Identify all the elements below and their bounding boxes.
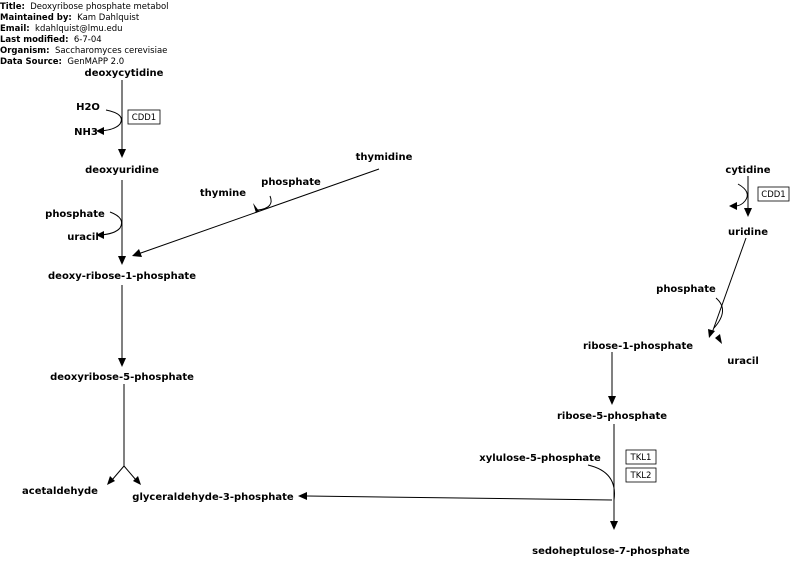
- arrowhead-sedoheptulose: [610, 521, 618, 530]
- metabolite-uracil-left[interactable]: uracil: [67, 232, 99, 243]
- arrowhead-deoxyuridine: [118, 149, 126, 158]
- pathway-info: Title: Deoxyribose phosphate metabol Mai…: [0, 2, 169, 68]
- edge-split-glyceraldehyde: [123, 465, 137, 481]
- info-organism: Saccharomyces cerevisiae: [54, 46, 168, 56]
- metabolite-phosphate-right[interactable]: phosphate: [656, 284, 716, 295]
- arrowhead-thymine: [253, 203, 259, 213]
- metabolite-deoxyribose-1-phosphate[interactable]: deoxy-ribose-1-phosphate: [48, 271, 196, 282]
- info-source: GenMAPP 2.0: [67, 57, 125, 67]
- info-email-row: Email: kdahlquist@lmu.edu: [0, 24, 123, 34]
- info-organism-row: Organism: Saccharomyces cerevisiae: [0, 46, 168, 56]
- arrowhead-deoxyribose5p: [118, 358, 126, 367]
- metabolite-acetaldehyde[interactable]: acetaldehyde: [22, 486, 98, 497]
- metabolite-h2o[interactable]: H2O: [76, 102, 100, 113]
- metabolite-nh3[interactable]: NH3: [74, 127, 98, 138]
- gene-cdd1-left[interactable]: CDD1: [127, 109, 161, 125]
- arrowhead-nh3: [96, 127, 104, 135]
- metabolite-cytidine[interactable]: cytidine: [725, 165, 770, 176]
- metabolite-deoxyribose-5-phosphate[interactable]: deoxyribose-5-phosphate: [50, 372, 194, 383]
- arc-phosphate-uracil-right: [713, 297, 723, 329]
- metabolite-xylulose-5-phosphate[interactable]: xylulose-5-phosphate: [479, 453, 601, 464]
- gene-tkl1-box: [625, 449, 657, 465]
- arrowhead-glyceraldehyde-left: [133, 476, 141, 485]
- arc-thymine-phosphate: [257, 195, 272, 211]
- gene-cdd1-right[interactable]: CDD1: [757, 186, 790, 202]
- edge-transketolase-glyceraldehyde: [306, 495, 613, 501]
- arrowhead-uracil-right: [715, 334, 722, 344]
- arrowhead-uracil-left: [96, 231, 104, 239]
- arc-phosphate-uracil: [99, 211, 123, 236]
- gene-cdd1-right-box: [757, 186, 790, 202]
- arrowhead-deoxyribose1p: [118, 256, 126, 265]
- arrowhead-thymidine-deoxyribose1p: [132, 249, 142, 257]
- arc-h2o-nh3: [99, 109, 122, 132]
- metabolite-thymidine[interactable]: thymidine: [356, 152, 413, 163]
- metabolite-thymine[interactable]: thymine: [200, 188, 246, 199]
- edge-uridine-ribose1p: [711, 237, 747, 334]
- metabolite-ribose-5-phosphate[interactable]: ribose-5-phosphate: [557, 411, 667, 422]
- edge-thymidine-deoxyribose1p: [137, 168, 380, 255]
- arrowhead-ribose5p: [608, 396, 616, 405]
- arrowhead-uridine: [744, 208, 752, 217]
- gene-tkl1-label: TKL1: [630, 453, 652, 463]
- info-modified-row: Last modified: 6-7-04: [0, 35, 102, 45]
- info-title-row: Title: Deoxyribose phosphate metabol: [0, 2, 169, 12]
- gene-tkl2-label: TKL2: [630, 471, 652, 481]
- info-maintained: Kam Dahlquist: [77, 13, 140, 23]
- info-email: kdahlquist@lmu.edu: [35, 24, 123, 34]
- gene-cdd1-left-box: [127, 109, 161, 125]
- metabolite-deoxycytidine[interactable]: deoxycytidine: [85, 68, 164, 79]
- metabolite-phosphate-left[interactable]: phosphate: [45, 209, 105, 220]
- metabolite-phosphate-mid[interactable]: phosphate: [261, 177, 321, 188]
- metabolite-ribose-1-phosphate[interactable]: ribose-1-phosphate: [583, 341, 693, 352]
- gene-cdd1-left-label: CDD1: [132, 113, 156, 123]
- metabolite-deoxyuridine[interactable]: deoxyuridine: [85, 165, 159, 176]
- gene-tkl2[interactable]: TKL2: [625, 467, 657, 483]
- edge-split-acetaldehyde: [111, 465, 125, 481]
- arc-cdd1-right: [734, 183, 748, 207]
- arrowhead-cdd1-right: [729, 202, 737, 210]
- gene-tkl2-box: [625, 467, 657, 483]
- info-maintained-row: Maintained by: Kam Dahlquist: [0, 13, 140, 23]
- info-modified: 6-7-04: [73, 35, 102, 45]
- arrowhead-acetaldehyde: [107, 476, 115, 485]
- info-title: Deoxyribose phosphate metabol: [30, 2, 169, 12]
- metabolite-glyceraldehyde-3-phosphate[interactable]: glyceraldehyde-3-phosphate: [132, 492, 294, 503]
- metabolite-sedoheptulose-7-phosphate[interactable]: sedoheptulose-7-phosphate: [532, 546, 690, 557]
- gene-cdd1-right-label: CDD1: [761, 190, 785, 200]
- metabolite-uracil-right[interactable]: uracil: [727, 356, 759, 367]
- gene-tkl1[interactable]: TKL1: [625, 449, 657, 465]
- info-source-row: Data Source: GenMAPP 2.0: [0, 57, 125, 67]
- metabolite-uridine[interactable]: uridine: [728, 227, 768, 238]
- arrowhead-ribose1p-in: [708, 329, 715, 338]
- arc-xylulose-transketolase: [587, 464, 615, 501]
- arrowhead-glyceraldehyde-right: [298, 492, 307, 500]
